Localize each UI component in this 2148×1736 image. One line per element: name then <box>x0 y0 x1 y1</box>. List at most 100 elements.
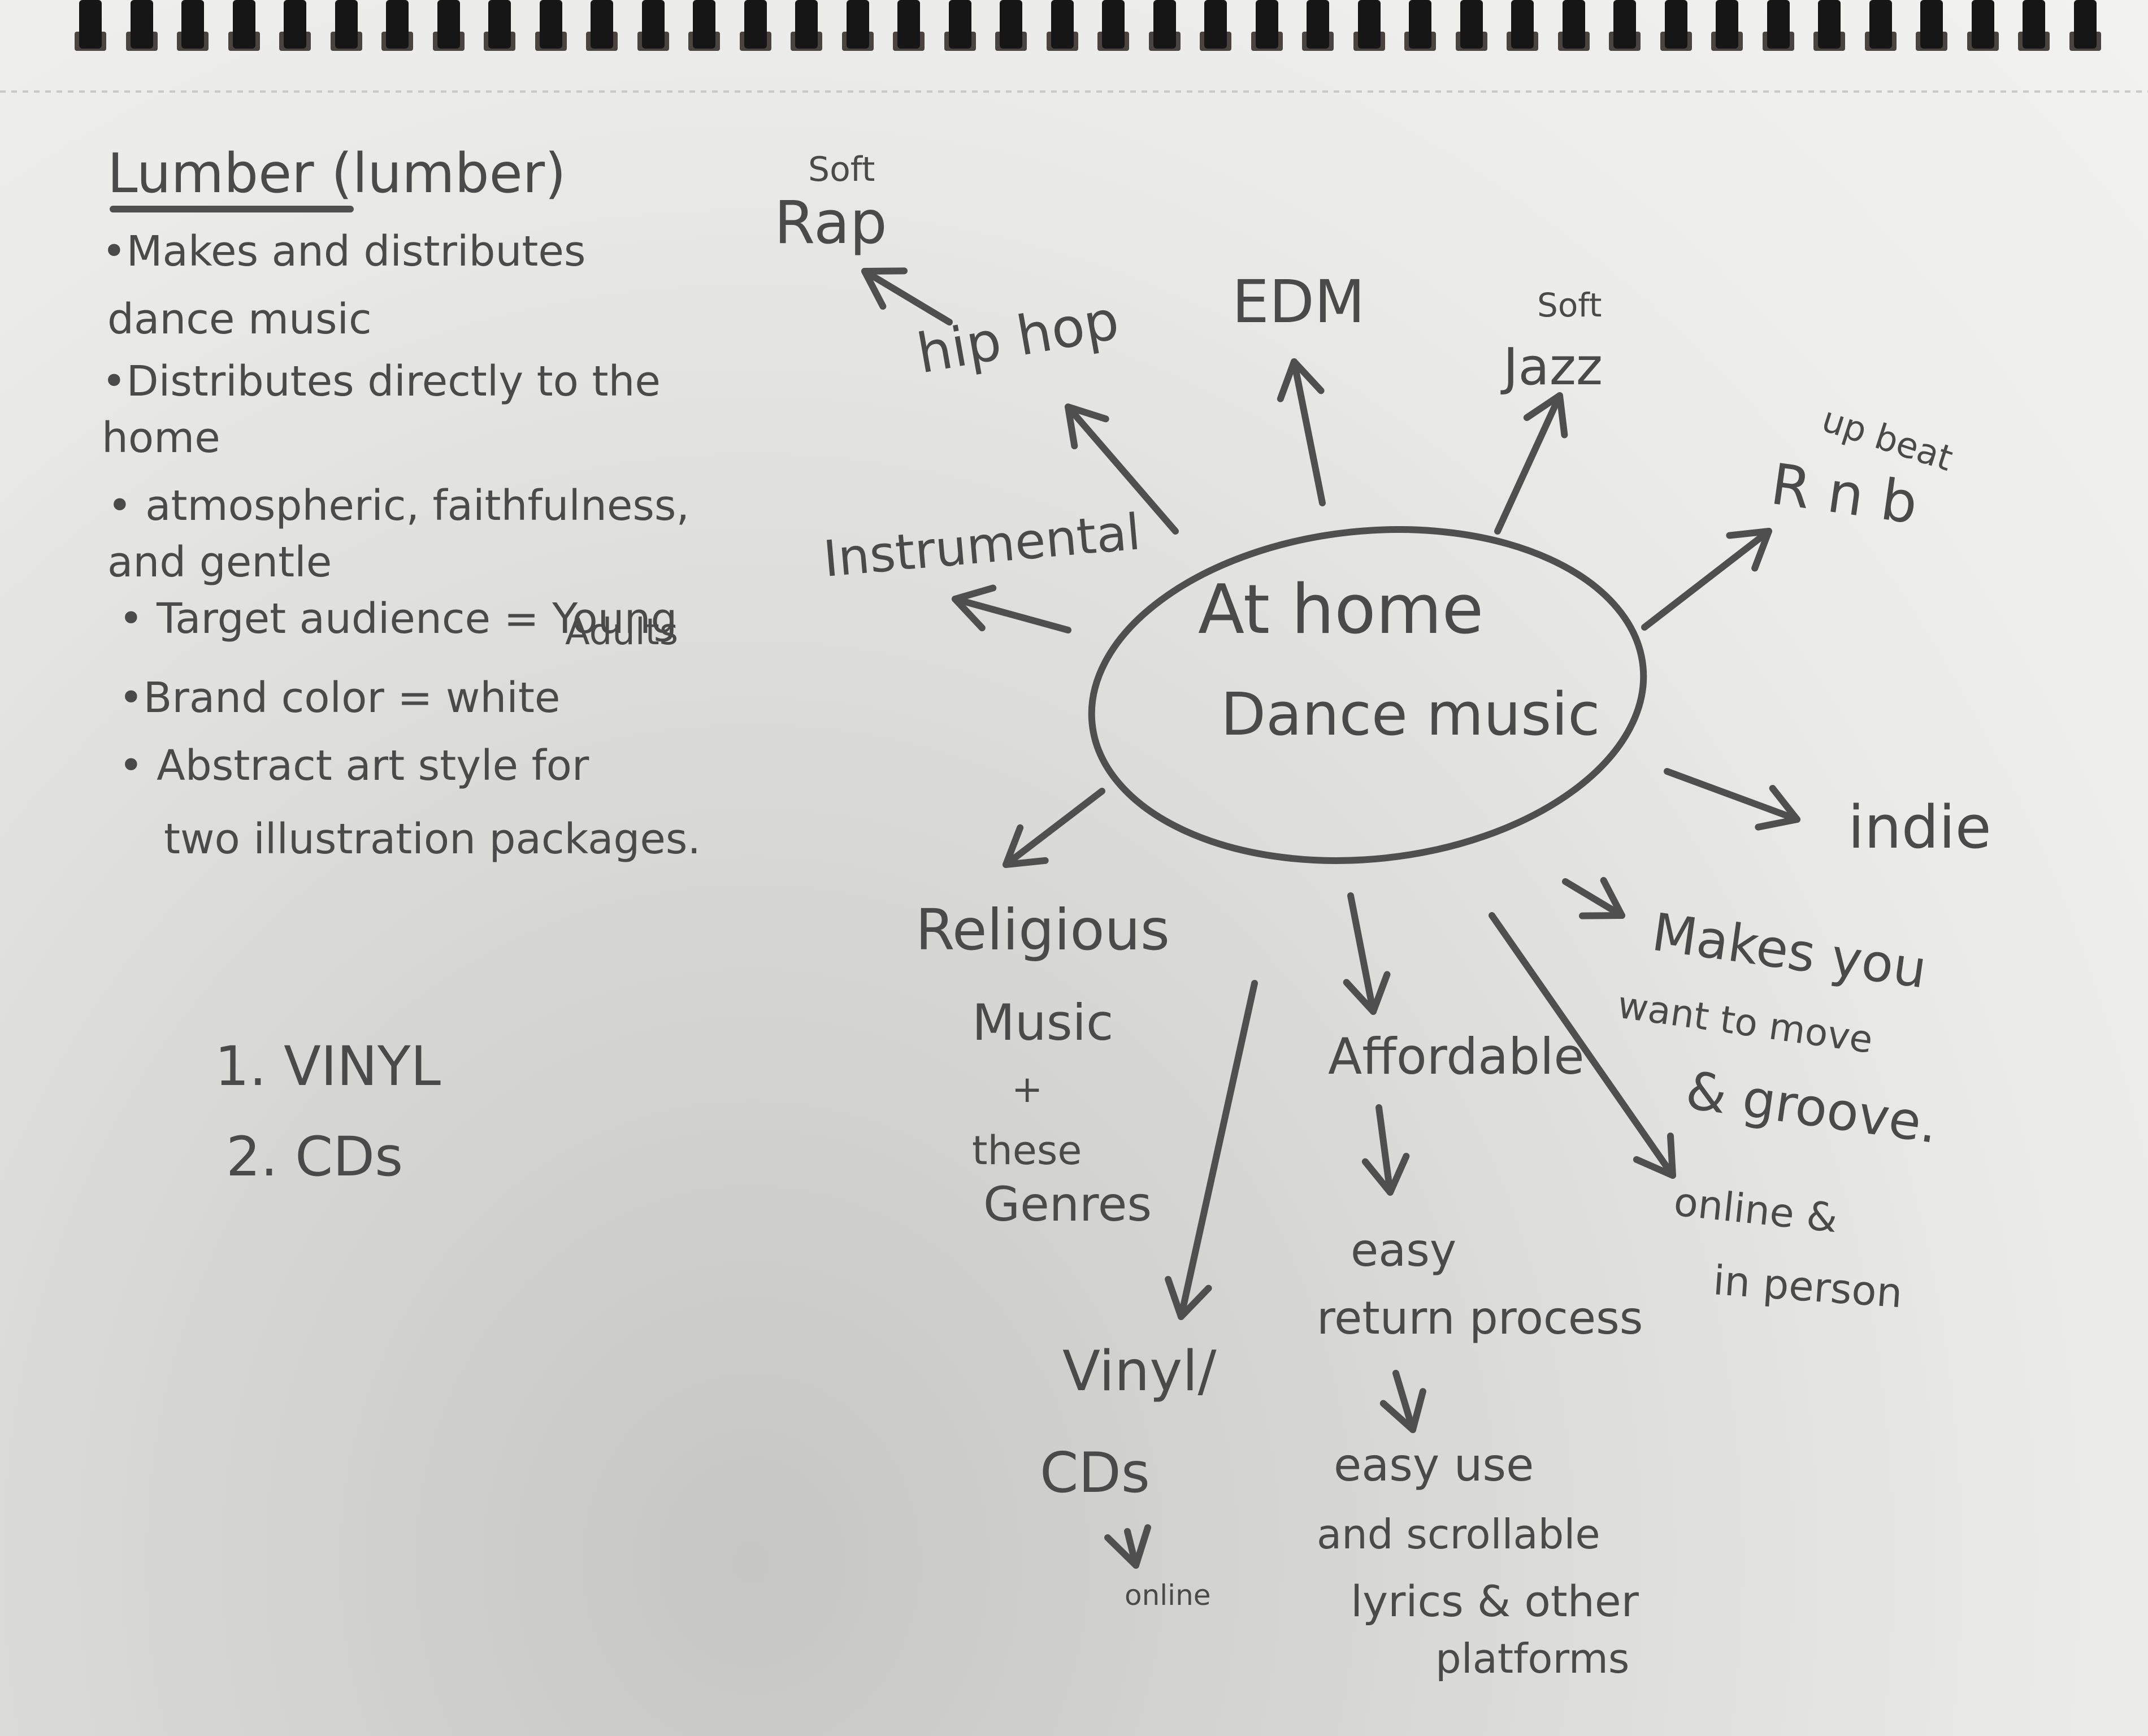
binding-ring <box>1102 0 1125 49</box>
binding-ring <box>130 0 153 49</box>
binding-ring <box>488 0 511 49</box>
religious-genres: Genres <box>983 1177 1152 1232</box>
religious-plus: + <box>1012 1067 1043 1111</box>
binding-ring <box>1307 0 1329 49</box>
center-line-2: Dance music <box>1221 680 1600 749</box>
binding-ring <box>744 0 767 49</box>
note-line: • Abstract art style for <box>119 741 589 790</box>
note-line: two illustration packages. <box>164 815 701 863</box>
binding-ring <box>79 0 102 49</box>
arrow-to-online-person <box>1489 912 1676 1179</box>
binding-ring <box>1460 0 1483 49</box>
arrow-to-edm <box>1277 358 1326 506</box>
note-line: •Brand color = white <box>119 674 560 722</box>
arrow-to-easy-return <box>1361 1104 1410 1196</box>
religious-label: Religious <box>915 897 1170 963</box>
arrows <box>861 267 1800 1569</box>
format-2: 2. CDs <box>226 1125 403 1188</box>
binding-ring <box>2073 0 2097 49</box>
note-line: home <box>102 414 220 462</box>
arrow-to-soft-jazz <box>1494 392 1568 535</box>
binding-ring <box>1920 0 1943 49</box>
binding-ring <box>1716 0 1738 49</box>
in-person-label: in person <box>1712 1256 1904 1317</box>
arrow-to-rnb <box>1641 528 1772 631</box>
edm-label: EDM <box>1232 267 1365 336</box>
binding-ring <box>591 0 613 49</box>
vinyl-label: Vinyl/ <box>1062 1339 1217 1404</box>
platforms-label: platforms <box>1435 1635 1629 1682</box>
arrow-to-soft-rap <box>861 267 953 326</box>
binding-ring <box>1869 0 1892 49</box>
binding-ring <box>1409 0 1431 49</box>
soft-jazz-label: Jazz <box>1500 337 1603 397</box>
groove-label: & groove. <box>1682 1060 1942 1155</box>
center-ellipse <box>1088 526 1647 864</box>
center-line-1: At home <box>1198 571 1483 649</box>
binding-ring <box>641 0 665 49</box>
note-line: •Makes and distributes <box>102 227 585 276</box>
easy-label: easy <box>1351 1224 1456 1277</box>
online-label: online <box>1125 1579 1211 1612</box>
binding-ring <box>232 0 255 49</box>
arrow-to-religious <box>1003 788 1105 868</box>
cds-label: CDs <box>1040 1441 1150 1505</box>
arrow-to-easy-use <box>1379 1370 1426 1433</box>
note-line: • atmospheric, faithfulness, <box>107 481 689 530</box>
notes-title: Lumber (lumber) <box>107 142 566 205</box>
arrow-to-hip-hop <box>1065 403 1179 535</box>
indie-label: indie <box>1848 793 1991 862</box>
binding-ring <box>181 0 204 49</box>
soft-rap-soft: Soft <box>808 150 875 189</box>
binding-ring <box>1613 0 1636 49</box>
arrow-to-online <box>1104 1524 1152 1569</box>
note-line: • Target audience = Young <box>119 594 678 643</box>
instrumental-label: Instrumental <box>821 502 1143 588</box>
want-to-move-label: want to move <box>1615 983 1876 1062</box>
arrow-to-makes-move <box>1562 876 1625 919</box>
brand-notes: Lumber (lumber) •Makes and distributes d… <box>102 142 701 1188</box>
scrollable-label: and scrollable <box>1317 1511 1600 1558</box>
hip-hop-label: hip hop <box>913 288 1123 386</box>
note-line: and gentle <box>107 538 332 587</box>
arrow-to-affordable <box>1343 892 1391 1015</box>
binding-ring <box>693 0 715 49</box>
binding-ring <box>539 0 562 49</box>
binding-ring <box>1511 0 1534 49</box>
binding-ring <box>948 0 971 49</box>
note-line: Adults <box>565 611 678 653</box>
arrow-to-indie <box>1664 768 1800 831</box>
binding-ring <box>386 0 409 49</box>
easy-use-label: easy use <box>1334 1439 1534 1491</box>
binding-ring <box>1664 0 1687 49</box>
affordable-label: Affordable <box>1328 1027 1585 1086</box>
binding-ring <box>795 0 818 49</box>
arrow-to-instrumental <box>952 584 1071 633</box>
binding-ring <box>1971 0 1994 49</box>
binding-ring <box>2023 0 2045 49</box>
binding-ring <box>1767 0 1790 49</box>
binding-ring <box>284 0 306 49</box>
perforation-line <box>0 90 2148 93</box>
binding-ring <box>1153 0 1176 49</box>
binding-ring <box>1562 0 1585 49</box>
format-1: 1. VINYL <box>215 1035 441 1098</box>
religious-music: Music <box>972 993 1113 1052</box>
lyrics-label: lyrics & other <box>1351 1576 1639 1626</box>
note-line: dance music <box>107 295 372 344</box>
binding-ring <box>1000 0 1022 49</box>
binding-ring <box>1204 0 1227 49</box>
binding-ring <box>1818 0 1841 49</box>
return-process-label: return process <box>1317 1292 1643 1344</box>
binding-ring <box>335 0 358 49</box>
binding-ring <box>1051 0 1074 49</box>
soft-rap-label: Rap <box>774 188 887 257</box>
arrow-to-vinyl <box>1165 980 1258 1320</box>
binding-ring <box>437 0 460 49</box>
binding-ring <box>846 0 869 49</box>
makes-you-label: Makes you <box>1648 902 1930 1000</box>
online-and-label: online & <box>1672 1178 1839 1242</box>
religious-these: these <box>972 1127 1082 1174</box>
